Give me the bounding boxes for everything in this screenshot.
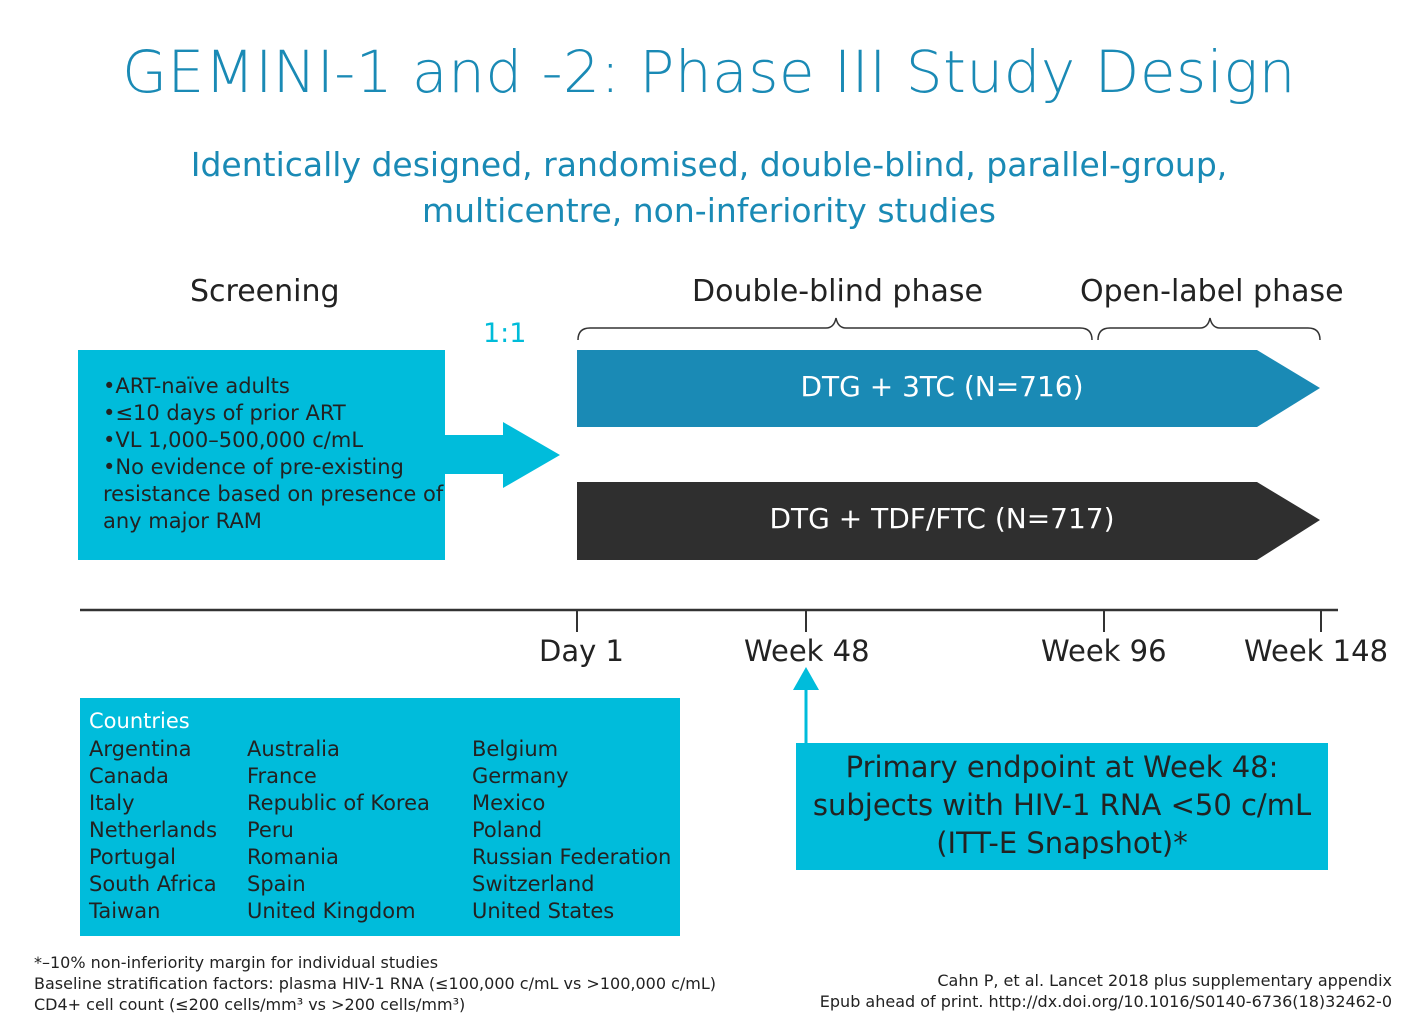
- countries-box: [80, 698, 680, 936]
- country-item: Republic of Korea: [247, 791, 430, 815]
- footnote: Baseline stratification factors: plasma …: [34, 974, 717, 993]
- primary-endpoint-text: Primary endpoint at Week 48: subjects wi…: [796, 748, 1328, 862]
- country-item: Germany: [472, 764, 569, 788]
- country-item: Romania: [247, 845, 339, 869]
- criteria-item: any major RAM: [103, 509, 262, 533]
- endpoint-line: Primary endpoint at Week 48:: [845, 750, 1279, 784]
- subtitle-line-2: multicentre, non-inferiority studies: [422, 191, 996, 230]
- criteria-item: •≤10 days of prior ART: [103, 401, 346, 425]
- country-item: Italy: [89, 791, 135, 815]
- countries-header: Countries: [89, 709, 190, 733]
- country-item: Mexico: [472, 791, 546, 815]
- country-item: Australia: [247, 737, 340, 761]
- double-blind-brace: [577, 317, 1093, 341]
- country-item: Portugal: [89, 845, 176, 869]
- open-label-brace: [1097, 317, 1321, 341]
- country-item: Belgium: [472, 737, 559, 761]
- footnote: *–10% non-inferiority margin for individ…: [34, 953, 439, 972]
- screening-criteria-box: [78, 350, 445, 560]
- timeline-day1-label: Day 1: [539, 634, 624, 668]
- country-item: Canada: [89, 764, 169, 788]
- countries-column-2: Australia France Republic of Korea Peru …: [247, 736, 430, 925]
- endpoint-pointer-arrow: [793, 667, 819, 690]
- arm-dtg-3tc-label: DTG + 3TC (N=716): [800, 370, 1084, 403]
- timeline-week96-label: Week 96: [1041, 634, 1167, 668]
- citation: Cahn P, et al. Lancet 2018 plus suppleme…: [937, 971, 1392, 990]
- endpoint-line: (ITT-E Snapshot)*: [936, 826, 1188, 860]
- timeline-week48-label: Week 48: [744, 634, 870, 668]
- screening-label: Screening: [190, 274, 340, 309]
- footnotes-right: Cahn P, et al. Lancet 2018 plus suppleme…: [820, 970, 1392, 1012]
- criteria-item: resistance based on presence of: [103, 482, 444, 506]
- footnotes-left: *–10% non-inferiority margin for individ…: [34, 952, 716, 1015]
- countries-column-3: Belgium Germany Mexico Poland Russian Fe…: [472, 736, 671, 925]
- double-blind-phase-label: Double-blind phase: [692, 274, 983, 309]
- arm-dtg-tdf-ftc-label: DTG + TDF/FTC (N=717): [769, 502, 1115, 535]
- country-item: Netherlands: [89, 818, 218, 842]
- country-item: Taiwan: [89, 899, 161, 923]
- country-item: Peru: [247, 818, 294, 842]
- country-item: Spain: [247, 872, 306, 896]
- country-item: France: [247, 764, 317, 788]
- country-item: United States: [472, 899, 615, 923]
- criteria-item: •No evidence of pre-existing: [103, 455, 404, 479]
- country-item: Argentina: [89, 737, 192, 761]
- criteria-item: •ART-naïve adults: [103, 374, 290, 398]
- citation: Epub ahead of print. http://dx.doi.org/1…: [819, 992, 1392, 1011]
- subtitle-line-1: Identically designed, randomised, double…: [190, 145, 1228, 184]
- country-item: South Africa: [89, 872, 217, 896]
- country-item: Switzerland: [472, 872, 595, 896]
- endpoint-line: subjects with HIV-1 RNA <50 c/mL: [812, 788, 1312, 822]
- arm-dtg-3tc-arrow: [577, 350, 1320, 427]
- arm-dtg-tdf-ftc-arrow: [577, 482, 1320, 560]
- country-item: United Kingdom: [247, 899, 416, 923]
- countries-column-1: Argentina Canada Italy Netherlands Portu…: [89, 736, 217, 925]
- country-item: Russian Federation: [472, 845, 672, 869]
- primary-endpoint-box: [796, 743, 1328, 870]
- open-label-phase-label: Open-label phase: [1080, 274, 1344, 309]
- footnote: CD4+ cell count (≤200 cells/mm³ vs >200 …: [34, 995, 466, 1014]
- timeline-week148-label: Week 148: [1244, 634, 1389, 668]
- country-item: Poland: [472, 818, 543, 842]
- randomisation-arrow: [445, 422, 560, 488]
- criteria-item: •VL 1,000–500,000 c/mL: [103, 428, 364, 452]
- randomisation-ratio: 1:1: [483, 318, 527, 349]
- screening-criteria-list: •ART-naïve adults •≤10 days of prior ART…: [103, 373, 448, 535]
- page-title: GEMINI-1 and -2: Phase III Study Design: [122, 38, 1296, 106]
